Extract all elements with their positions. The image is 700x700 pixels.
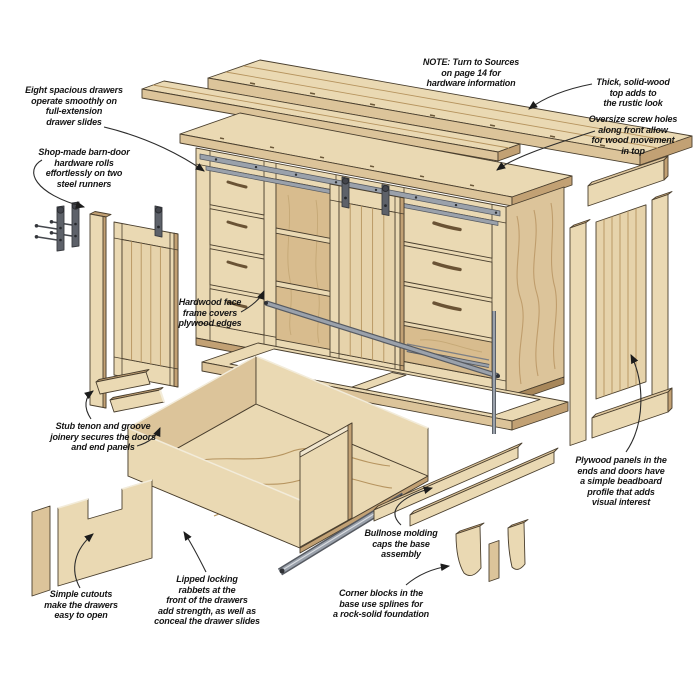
leader-thick-top (528, 83, 593, 110)
leader-eight-drawers (103, 126, 205, 172)
annotation-thick-top: Thick, solid-wood top adds to the rustic… (596, 77, 670, 109)
drawer-box (127, 355, 429, 576)
annotation-oversize-holes: Oversize screw holes along front allow f… (588, 114, 678, 156)
barn-door-right (329, 176, 405, 387)
beadboard-panel (595, 204, 647, 400)
annotation-shop-made: Shop-made barn-door hardware rolls effor… (38, 147, 130, 189)
annotation-eight-drawers: Eight spacious drawers operate smoothly … (25, 85, 123, 127)
base-molding-and-blocks (373, 442, 559, 582)
drawer-pulls (432, 221, 462, 312)
corner-blocks (455, 519, 529, 582)
annotation-corner-blocks: Corner blocks in the base use splines fo… (332, 588, 430, 620)
leader-simple-cutouts (74, 533, 94, 589)
bullnose-molding-rails (373, 442, 559, 527)
leader-corner-blocks (405, 563, 451, 586)
leader-plywood-panels (625, 354, 642, 453)
annotation-plywood-panels: Plywood panels in the ends and doors hav… (575, 455, 667, 508)
leader-bullnose (394, 486, 434, 526)
leader-hardwood-frame (240, 289, 265, 313)
annotation-lipped-rabbets: Lipped locking rabbets at the front of t… (154, 574, 260, 627)
drawer-fronts (31, 422, 353, 597)
door-stile (89, 211, 112, 409)
annotation-simple-cutouts: Simple cutouts make the drawers easy to … (44, 589, 118, 621)
leader-shop-made (33, 159, 86, 209)
left-door-group (34, 201, 179, 413)
barn-door-left (113, 205, 179, 388)
leader-stub-tenon (136, 426, 161, 447)
lipped-drawer-front (299, 422, 353, 548)
annotation-note: NOTE: Turn to Sources on page 14 for har… (422, 57, 520, 89)
leader-lipped-rabbets (183, 531, 207, 573)
annotation-bullnose: Bullnose molding caps the base assembly (364, 528, 438, 560)
drawer-bank-left (209, 168, 265, 336)
annotation-stub-tenon: Stub tenon and groove joinery secures th… (50, 421, 156, 453)
door-rails (95, 369, 165, 413)
barn-door-hardware (34, 201, 80, 252)
edge-on-panel (31, 505, 51, 597)
top-planks (141, 59, 693, 166)
drawer-pulls (226, 180, 248, 309)
cutout-drawer-front (57, 479, 153, 587)
steel-runner-rod (264, 300, 500, 379)
screw-hole-marks (219, 137, 475, 187)
shelf-bay (275, 178, 337, 352)
side-panel-plywood (505, 186, 565, 405)
annotation-hardwood-frame: Hardwood face frame covers plywood edges (178, 297, 242, 329)
spline (488, 540, 500, 582)
leader-lines (33, 83, 642, 589)
pocket-hole-marks (249, 82, 606, 147)
leader-oversize-holes (496, 130, 596, 171)
door-hangers (341, 176, 390, 217)
rail-bolts (214, 158, 498, 214)
end-panel-group (569, 155, 673, 446)
leader-stub-tenon-2 (84, 390, 94, 420)
sub-top (179, 112, 573, 207)
